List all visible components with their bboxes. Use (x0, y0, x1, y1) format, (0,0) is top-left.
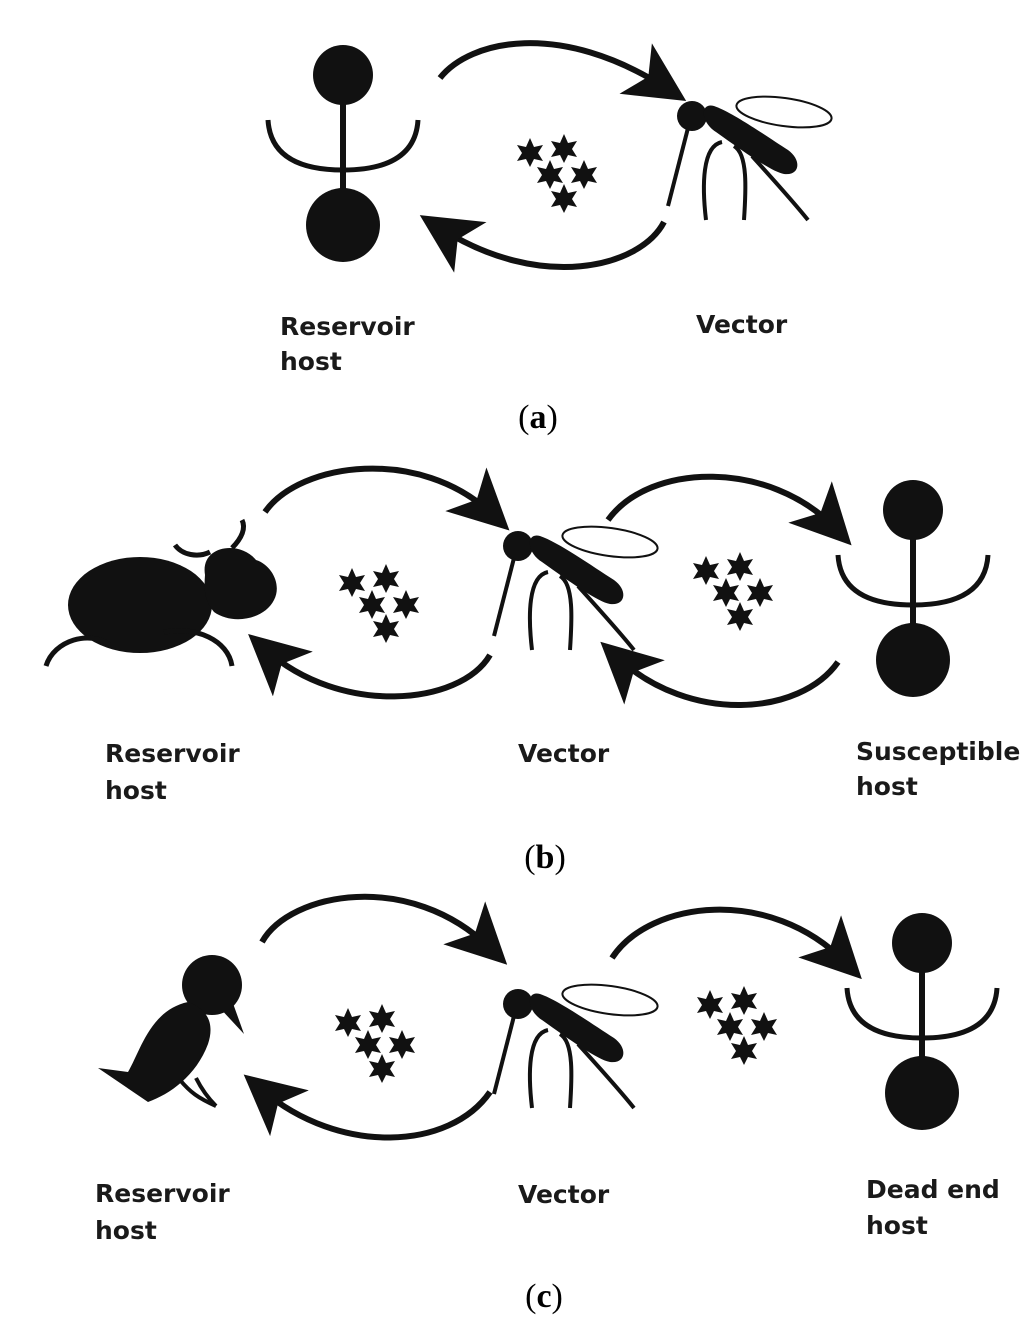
panel-caption: (c) (525, 1278, 563, 1315)
pathogen-cluster-icon (693, 552, 773, 631)
panel-a: Reservoir host Vector (a) (268, 40, 836, 436)
pathogen-cluster-icon (339, 564, 419, 643)
vector-label: Vector (518, 739, 610, 768)
arrow-to-host (243, 1074, 493, 1141)
mosquito-icon (492, 977, 662, 1110)
panel-caption: (a) (518, 399, 558, 436)
arrow-to-vector (259, 893, 508, 965)
arrow-to-dead-end-host (609, 906, 862, 980)
panel-b: Reservoir host Vector Susceptible host (… (43, 465, 1020, 876)
arrow-to-host (419, 215, 667, 273)
arrow-to-vector-return (600, 641, 841, 708)
reservoir-host-label-line2: host (95, 1216, 157, 1245)
arrow-to-vector (437, 40, 687, 101)
reservoir-host-label-line1: Reservoir (95, 1179, 230, 1208)
pathogen-cluster-icon (517, 134, 597, 213)
cow-icon (43, 518, 277, 667)
reservoir-host-label-line2: host (105, 776, 167, 805)
arrow-to-host (248, 634, 493, 700)
reservoir-host-label-line1: Reservoir (280, 312, 415, 341)
reservoir-host-label-line2: host (280, 347, 342, 376)
bird-icon (98, 955, 244, 1108)
pathogen-cluster-icon (335, 1004, 415, 1083)
susceptible-host-label-line1: Susceptible (856, 737, 1020, 766)
dead-end-host-label-line1: Dead end (866, 1175, 1000, 1204)
vector-label: Vector (696, 310, 788, 339)
panel-c: Reservoir host Vector Dead end host (c) (95, 893, 1000, 1315)
pathogen-cluster-icon (697, 986, 777, 1065)
human-icon (838, 480, 988, 697)
human-icon (268, 45, 418, 262)
panel-caption: (b) (524, 839, 566, 876)
arrow-to-susceptible-host (605, 473, 852, 546)
human-icon (847, 913, 997, 1130)
mosquito-icon (666, 89, 836, 223)
arrow-to-vector (262, 465, 510, 531)
reservoir-host-label-line1: Reservoir (105, 739, 240, 768)
dead-end-host-label-line2: host (866, 1211, 928, 1240)
vector-label: Vector (518, 1180, 610, 1209)
mosquito-icon (492, 519, 662, 652)
susceptible-host-label-line2: host (856, 772, 918, 801)
